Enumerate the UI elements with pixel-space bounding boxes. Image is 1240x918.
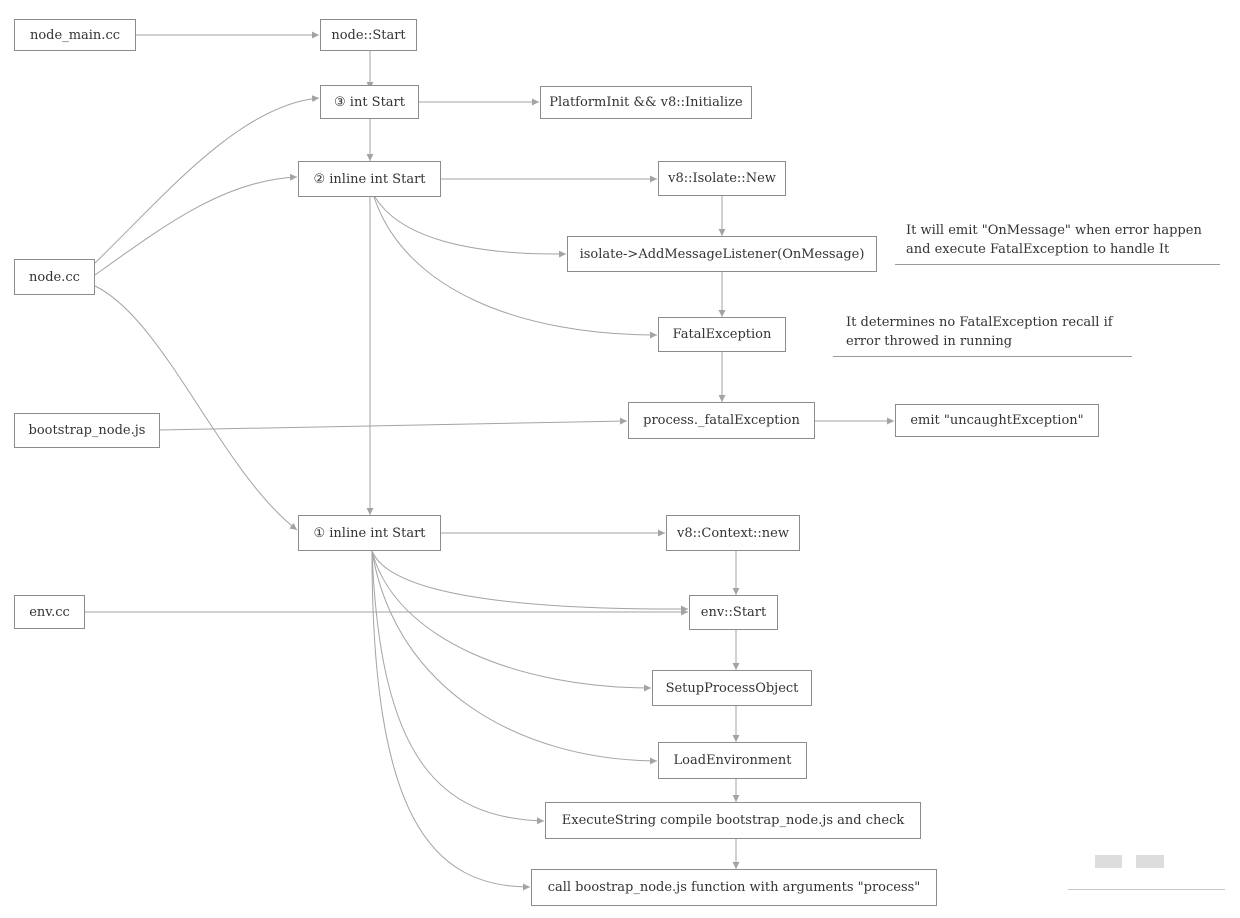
bootstrap-node-js-label: bootstrap_node.js [28, 423, 146, 438]
onmessage-note-underline [895, 264, 1220, 265]
edge-start2-to-add-listener [374, 196, 567, 258]
context-new-box: v8::Context::new [666, 515, 800, 551]
edge-node-cc-to-start3 [94, 95, 320, 264]
inline-int-start-2-box: ② inline int Start [298, 161, 441, 197]
isolate-new-label: v8::Isolate::New [668, 171, 776, 186]
call-bootstrap-label: call boostrap_node.js function with argu… [547, 880, 921, 895]
edge-bootstrap-to-process-fatal [159, 417, 628, 431]
env-cc-box: env.cc [14, 595, 85, 629]
process-fatal-exception-label: process._fatalException [643, 413, 800, 428]
inline-int-start-2-label: ② inline int Start [313, 171, 426, 187]
node-main-cc-box: node_main.cc [14, 19, 136, 51]
edge-start1-to-setup-process [371, 550, 652, 692]
placeholder-block-right [1136, 855, 1164, 868]
add-message-listener-box: isolate->AddMessageListener(OnMessage) [567, 236, 877, 272]
setup-process-object-box: SetupProcessObject [652, 670, 812, 706]
emit-uncaught-exception-label: emit "uncaughtException" [910, 413, 1084, 428]
node-start-box: node::Start [320, 19, 417, 51]
node-cc-box: node.cc [14, 259, 95, 295]
call-bootstrap-box: call boostrap_node.js function with argu… [531, 869, 937, 906]
int-start-3-box: ③ int Start [320, 85, 419, 119]
execute-string-label: ExecuteString compile bootstrap_node.js … [561, 813, 905, 828]
process-fatal-exception-box: process._fatalException [628, 402, 815, 439]
inline-int-start-1-box: ① inline int Start [298, 515, 441, 551]
fatal-exception-label: FatalException [672, 327, 772, 342]
fatal-note-line-1: It determines no FatalException recall i… [846, 315, 1113, 330]
emit-uncaught-exception-box: emit "uncaughtException" [895, 404, 1099, 437]
onmessage-note-line-1: It will emit "OnMessage" when error happ… [906, 223, 1202, 238]
edge-start1-to-execute-string [371, 550, 545, 825]
execute-string-box: ExecuteString compile bootstrap_node.js … [545, 802, 921, 839]
placeholder-block-left [1095, 855, 1122, 868]
edge-start1-to-env-start [371, 550, 689, 613]
add-message-listener-label: isolate->AddMessageListener(OnMessage) [579, 246, 865, 262]
onmessage-note: It will emit "OnMessage" when error happ… [906, 221, 1202, 259]
inline-int-start-1-label: ① inline int Start [313, 525, 426, 541]
int-start-3-label: ③ int Start [334, 94, 405, 110]
isolate-new-box: v8::Isolate::New [658, 161, 786, 196]
node-cc-label: node.cc [29, 269, 80, 285]
edge-start2-to-fatal [373, 196, 658, 339]
bottom-right-rule [1068, 889, 1225, 890]
env-start-label: env::Start [700, 605, 767, 620]
fatal-note: It determines no FatalException recall i… [846, 313, 1113, 351]
load-environment-box: LoadEnvironment [658, 742, 807, 779]
env-cc-label: env.cc [29, 604, 70, 620]
node-main-cc-label: node_main.cc [29, 27, 121, 43]
fatal-exception-box: FatalException [658, 317, 786, 352]
bootstrap-node-js-box: bootstrap_node.js [14, 413, 160, 448]
load-environment-label: LoadEnvironment [673, 753, 792, 768]
onmessage-note-line-2: and execute FatalException to handle It [906, 242, 1170, 257]
edge-start1-to-call-bootstrap [371, 550, 531, 891]
context-new-label: v8::Context::new [677, 525, 789, 541]
edge-start1-to-load-env [371, 550, 658, 765]
edge-node-cc-to-start2 [94, 173, 298, 276]
fatal-note-underline [833, 356, 1132, 357]
platform-init-label: PlatformInit && v8::Initialize [549, 95, 743, 110]
setup-process-object-label: SetupProcessObject [665, 680, 799, 696]
platform-init-box: PlatformInit && v8::Initialize [540, 86, 752, 119]
env-start-box: env::Start [689, 595, 778, 630]
fatal-note-line-2: error throwed in running [846, 334, 1013, 349]
node-start-label: node::Start [331, 27, 406, 43]
edge-node-cc-to-start1 [94, 285, 298, 531]
